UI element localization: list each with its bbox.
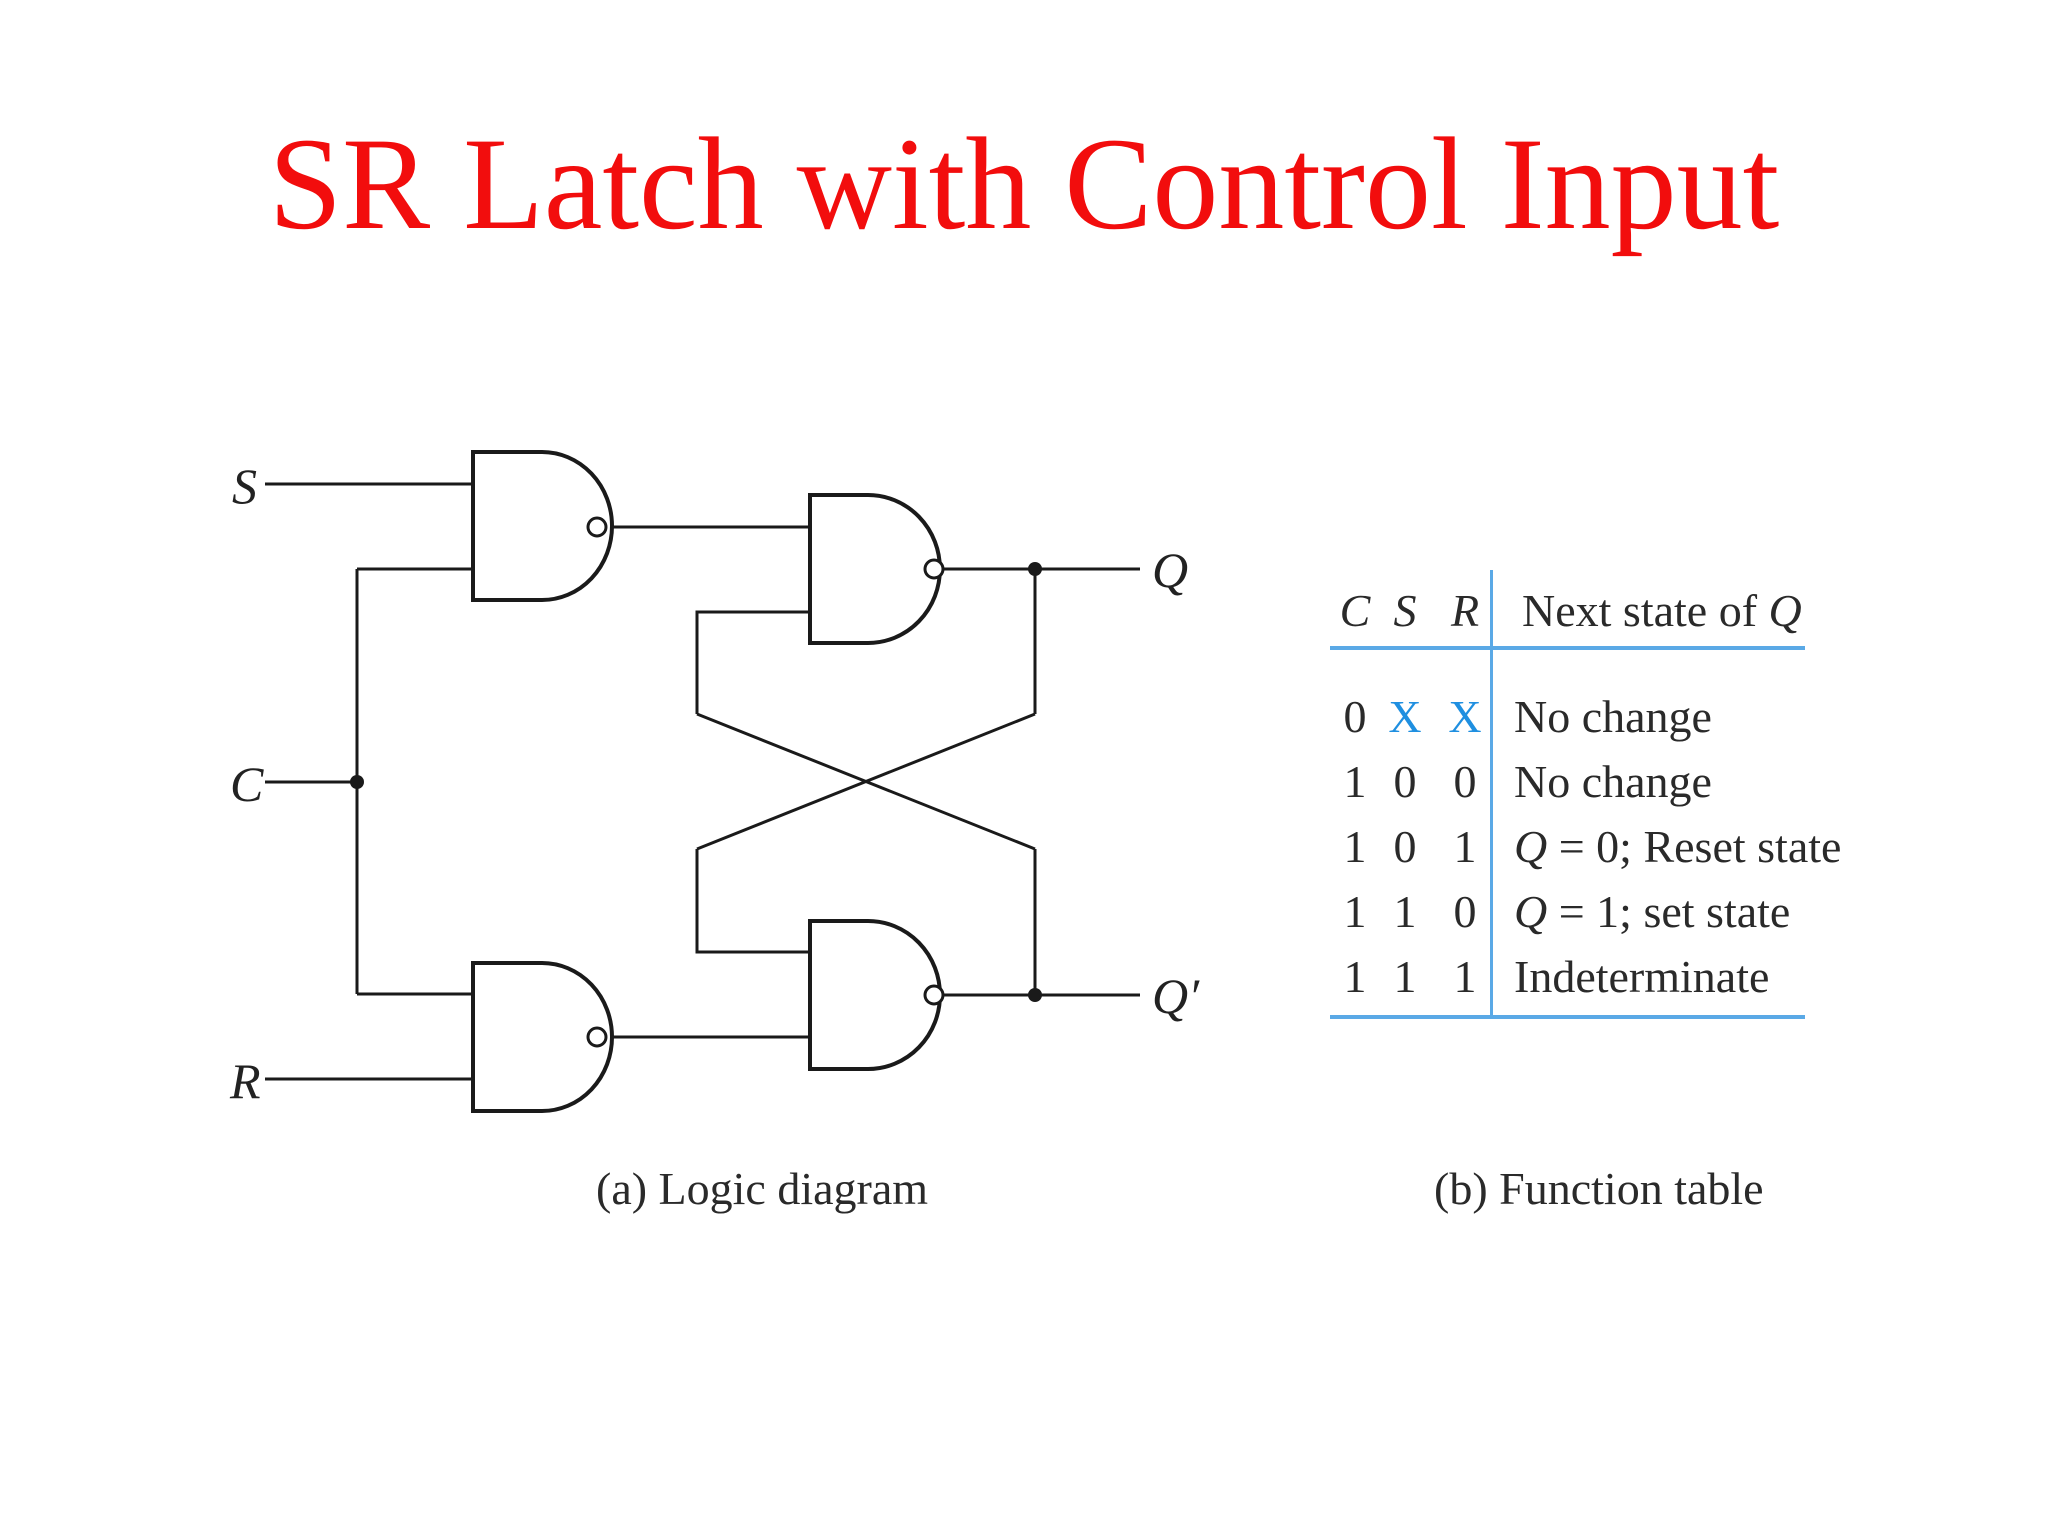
row-4-next-state: Q = 1; set state [1514, 886, 1791, 937]
wire-cross-qbar [696, 712, 1036, 851]
row-5-next-state: Indeterminate [1514, 951, 1770, 1002]
row-2-c: 1 [1343, 756, 1367, 807]
slide-title: SR Latch with Control Input [268, 110, 1780, 257]
row-1-s: X [1388, 691, 1422, 742]
row-5-r: 1 [1453, 951, 1477, 1002]
row-2-next-state: No change [1514, 756, 1712, 807]
function-table-caption: (b) Function table [1434, 1163, 1764, 1214]
label-qbar: Q′ [1152, 968, 1200, 1024]
header-r: R [1450, 585, 1480, 636]
wire-feedback-to-g3 [695, 610, 810, 714]
row-3-r: 1 [1453, 821, 1477, 872]
junction-c [350, 775, 364, 789]
nand-gate-4 [808, 919, 945, 1071]
row-1-c: 0 [1343, 691, 1367, 742]
column-divider [1490, 570, 1493, 1018]
header-c: C [1339, 585, 1371, 636]
header-s: S [1393, 585, 1417, 636]
nand-gate-3 [808, 493, 945, 645]
row-4-r: 0 [1453, 886, 1477, 937]
label-c: C [230, 756, 264, 812]
row-4-s: 1 [1393, 886, 1417, 937]
row-5-c: 1 [1343, 951, 1367, 1002]
bottom-rule [1330, 1015, 1805, 1019]
row-1-r: X [1448, 691, 1482, 742]
nand-gate-1 [471, 450, 614, 602]
row-3-next-state: Q = 0; Reset state [1514, 821, 1842, 872]
row-2-r: 0 [1453, 756, 1477, 807]
header-rule [1330, 646, 1805, 650]
junction-q [1028, 562, 1042, 576]
label-q: Q [1152, 542, 1188, 598]
row-1-next-state: No change [1514, 691, 1712, 742]
wire-feedback-to-g4 [695, 849, 810, 954]
label-s: S [232, 458, 257, 514]
row-3-c: 1 [1343, 821, 1367, 872]
junction-qbar [1028, 988, 1042, 1002]
row-3-s: 0 [1393, 821, 1417, 872]
nand-gate-2 [471, 961, 614, 1113]
row-5-s: 1 [1393, 951, 1417, 1002]
header-next-state: Next state of Q [1522, 585, 1802, 636]
logic-diagram-caption: (a) Logic diagram [596, 1163, 929, 1214]
label-r: R [229, 1053, 261, 1109]
row-4-c: 1 [1343, 886, 1367, 937]
row-2-s: 0 [1393, 756, 1417, 807]
